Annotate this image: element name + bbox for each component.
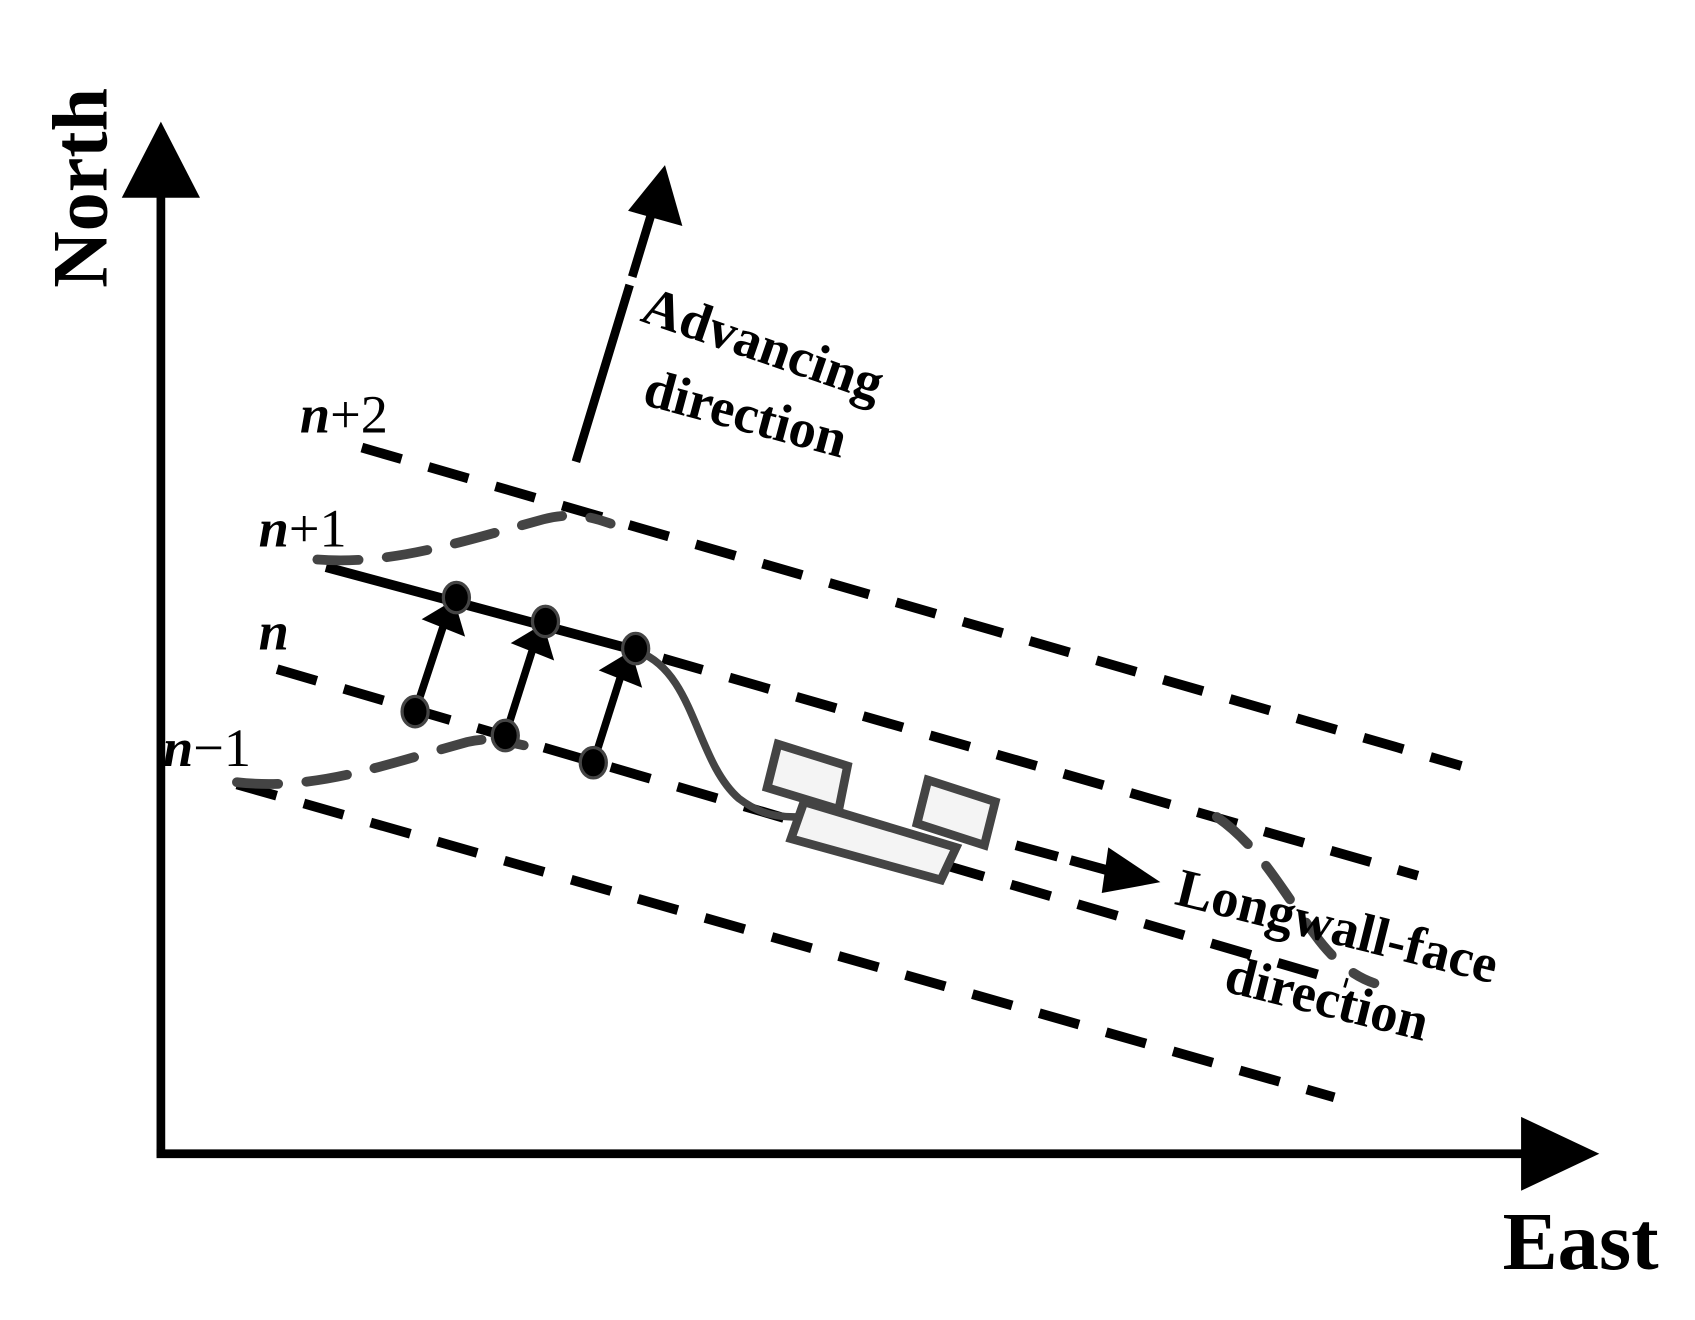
north-arrowhead: [121, 121, 200, 198]
advancing-direction-arrowhead: [628, 165, 683, 226]
layer-line-n-minus-1: [235, 779, 1336, 1102]
layer-suffix: −1: [193, 718, 251, 778]
longwall-direction-arrowhead: [1101, 847, 1161, 894]
layer-prefix: n: [163, 718, 193, 778]
layer-prefix: n: [300, 384, 330, 444]
layer-label-n: n: [259, 602, 289, 662]
layer-label-n-plus-1: n+1: [259, 498, 347, 558]
east-label: East: [1503, 1195, 1659, 1287]
boundary-curve-lower: [232, 734, 529, 789]
layer-suffix: +1: [289, 498, 347, 558]
layer-prefix: n: [259, 498, 289, 558]
cable-curve: [637, 648, 799, 821]
layer-line-n-plus-1: [661, 653, 1420, 881]
east-arrowhead: [1521, 1116, 1600, 1191]
layer-suffix: +2: [330, 384, 388, 444]
boundary-curve-upper: [312, 510, 616, 566]
layer-label-n-plus-2: n+2: [300, 384, 388, 444]
boundary-curve-right: [1211, 812, 1380, 989]
advancing-direction-line: [571, 210, 657, 463]
layer-line-n-plus-2: [360, 442, 1463, 771]
layer-line-n-plus-1-solid: [324, 562, 643, 657]
station-points: [400, 580, 651, 780]
layer-prefix: n: [259, 602, 289, 662]
shearer-icon: [761, 738, 1001, 886]
north-label: North: [37, 88, 124, 288]
layer-label-n-minus-1: n−1: [163, 718, 251, 778]
longwall-direction-line: [1014, 840, 1121, 879]
